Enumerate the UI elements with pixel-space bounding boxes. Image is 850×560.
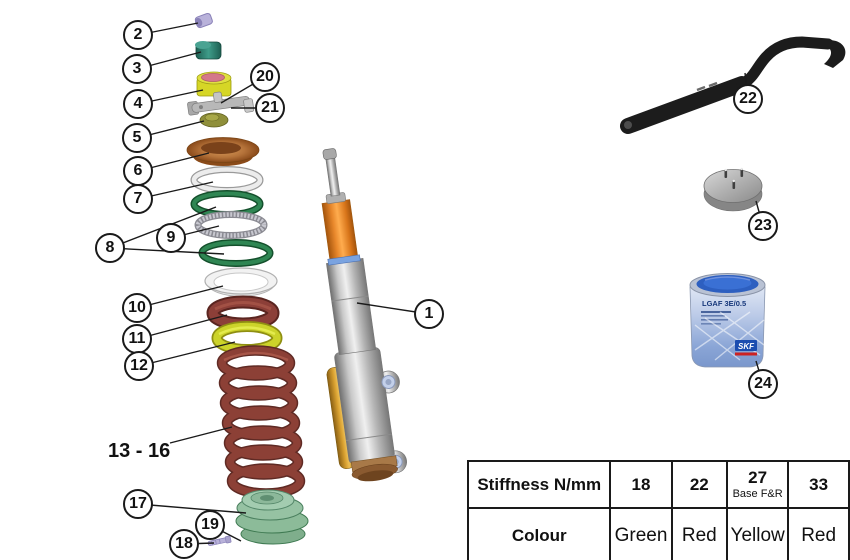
callout-18: 18 (169, 529, 199, 559)
tool-23-pin-disc (703, 167, 763, 212)
stiffness-note: Base F&R (732, 488, 783, 501)
colour-value-cell: Green (609, 507, 673, 560)
callout-23: 23 (748, 211, 778, 241)
callout-20: 20 (250, 62, 280, 92)
callout-2: 2 (123, 20, 153, 50)
callout-3: 3 (122, 54, 152, 84)
callout-6: 6 (123, 156, 153, 186)
stiffness-value: 27 (748, 468, 768, 488)
colour-value-cell: Red (670, 507, 728, 560)
stiffness-value-cell: 33 (787, 460, 850, 509)
grease-can-title: LGAF 3E/0.5 (702, 299, 746, 308)
callout-5: 5 (122, 123, 152, 153)
callout-10: 10 (122, 293, 152, 323)
part-11-red-ring (206, 295, 280, 331)
part-7-white-ring (190, 166, 264, 194)
colour-header-cell: Colour (466, 507, 612, 560)
callout-7: 7 (123, 184, 153, 214)
tool-22-spanner-wrench (620, 36, 846, 134)
part-1-shock-absorber (321, 148, 407, 482)
callout-22: 22 (733, 84, 763, 114)
part-5-cone-seat (199, 112, 229, 128)
callout-11: 11 (122, 324, 152, 354)
callout-12: 12 (124, 351, 154, 381)
part-17-rubber-boot (235, 489, 309, 545)
colour-value-cell: Yellow (725, 507, 790, 560)
part-3-nut (195, 41, 222, 60)
colour-value-cell: Red (787, 507, 850, 560)
skf-logo-text: SKF (738, 342, 755, 351)
part-20-21-clip-bracket (187, 91, 255, 116)
stiffness-header-cell: Stiffness N/mm (466, 460, 612, 509)
callout-21: 21 (255, 93, 285, 123)
callout-9: 9 (156, 223, 186, 253)
callout-8: 8 (95, 233, 125, 263)
part-6-copper-washer (186, 137, 260, 166)
part-13-16-spring (216, 345, 306, 499)
part-2-cap (194, 12, 213, 29)
callout-24: 24 (748, 369, 778, 399)
skf-logo-box (735, 340, 757, 351)
callout-4: 4 (123, 89, 153, 119)
callout-13-16: 13 - 16 (108, 440, 171, 462)
callout-19: 19 (195, 510, 225, 540)
callout-1: 1 (414, 299, 444, 329)
part-9-braided-ring (194, 211, 268, 239)
stiffness-value-cell: 27 Base F&R (725, 460, 790, 509)
tool-24-grease-can: LGAF 3E/0.5 SKF (689, 273, 766, 368)
spring-stiffness-table: Stiffness N/mm 18 22 27 Base F&R 33 Colo… (466, 460, 850, 560)
callout-17: 17 (123, 489, 153, 519)
stiffness-value-cell: 18 (609, 460, 673, 509)
colour-row: Colour Green Red Yellow Red (466, 507, 850, 560)
stiffness-value-cell: 22 (670, 460, 728, 509)
part-4-bump-rubber (196, 71, 232, 97)
part-10-spring-cup (204, 267, 278, 297)
stiffness-row: Stiffness N/mm 18 22 27 Base F&R 33 (466, 460, 850, 509)
